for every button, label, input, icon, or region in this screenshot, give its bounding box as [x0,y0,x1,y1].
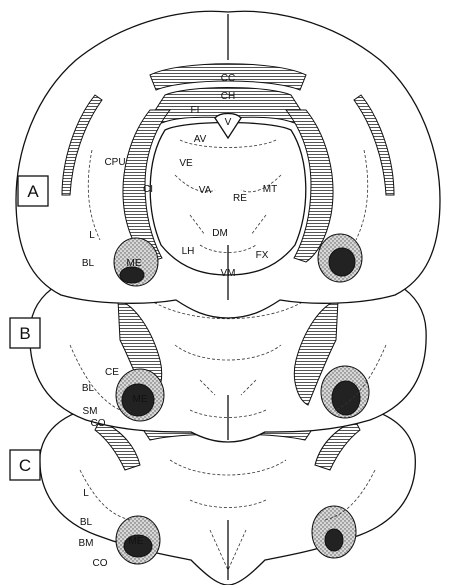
label-bl-b: BL [82,383,95,394]
section-c-right-lesion-core [325,529,343,551]
label-bl-c: BL [80,517,93,528]
label-me-b: ME [133,394,148,405]
label-ch: CH [221,91,235,102]
label-av: AV [194,134,207,145]
label-co-b: CO [91,418,106,429]
label-ci: CI [143,184,153,195]
label-bl-a: BL [82,258,95,269]
label-fx: FX [256,250,269,261]
label-co-c: CO [93,558,108,569]
label-mt: MT [263,184,277,195]
section-a-right-lesion-core [329,248,355,276]
label-cpu: CPU [104,157,125,168]
label-me-a: ME [127,258,142,269]
label-lh: LH [182,246,195,257]
label-l-a: L [89,230,95,241]
label-ce-b: CE [105,367,119,378]
label-fi: FI [191,105,200,116]
label-bm-c: BM [79,538,94,549]
label-me-c: ME [129,536,144,547]
label-ve: VE [179,158,193,169]
label-dm: DM [212,228,228,239]
label-re: RE [233,193,247,204]
label-sm-b: SM [83,406,98,417]
label-cc: CC [221,73,235,84]
label-l-c: L [83,488,89,499]
section-b-right-lesion-core [332,381,360,415]
panel-a-label: A [27,182,39,201]
label-va: VA [199,185,212,196]
panel-c-label: C [19,456,31,475]
label-v: V [225,117,232,128]
panel-b-label: B [19,324,30,343]
section-a-left-lesion-core [120,267,144,283]
label-vm: VM [221,268,236,279]
